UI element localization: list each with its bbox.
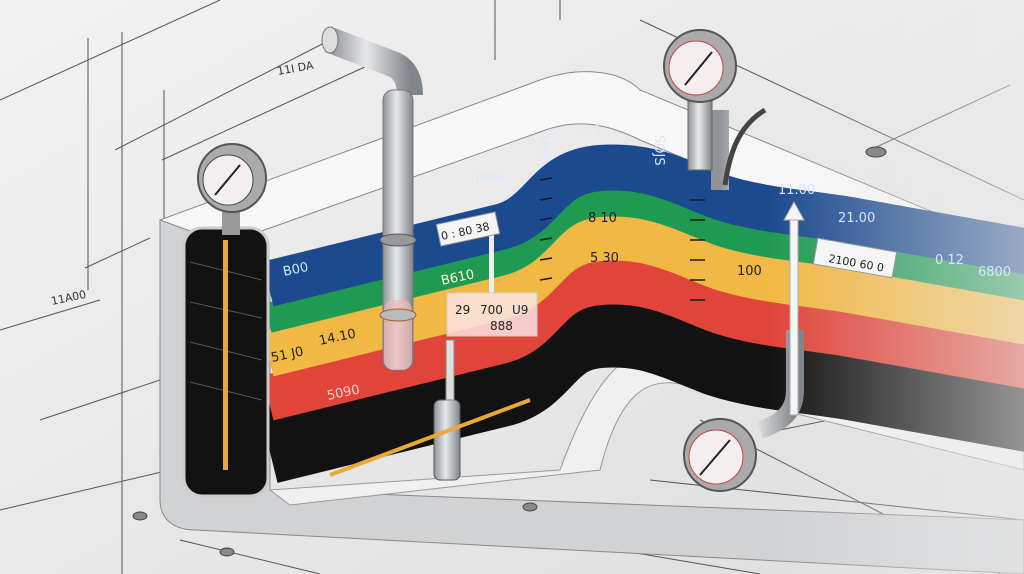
- valve-icon: [329, 339, 531, 481]
- left-gauge-rod: [223, 240, 228, 470]
- scale-ticks: [539, 177, 705, 301]
- callout-v1: 29: [455, 303, 470, 317]
- blue-right-4: 6800: [978, 265, 1011, 280]
- bolt-markers: [132, 146, 887, 557]
- blue-top-right: SOJS: [651, 135, 666, 166]
- tag-green: [435, 211, 501, 247]
- callout-v2: 700: [480, 303, 503, 317]
- yellow-right: 100: [737, 264, 762, 279]
- vertical-pipe: [321, 26, 423, 371]
- red-left: 5090: [326, 382, 361, 404]
- blue-top-mid: :58: [580, 124, 601, 139]
- blue-top-left: UPE: [536, 135, 551, 161]
- blue-right-2: 21.00: [838, 211, 875, 226]
- pressure-gauge-icon: [197, 143, 267, 235]
- blue-right-3: 0 12: [935, 253, 964, 268]
- dimension-label-top: 11I DA: [276, 59, 315, 78]
- callout-v4: 888: [490, 319, 513, 333]
- pressure-gauge-icon: [663, 29, 737, 171]
- callout-v3: U9: [512, 303, 528, 317]
- red-hump: 5 30: [590, 251, 619, 266]
- blue-left-value: B00: [282, 260, 310, 280]
- tag-right: [812, 237, 898, 279]
- callout-box: [446, 292, 538, 337]
- arrow-icon: [489, 200, 805, 416]
- blue-right-1: 11.00: [778, 183, 815, 198]
- hose: [722, 107, 767, 186]
- blue-mid-value: 0690: [470, 167, 505, 189]
- yellow-mid: B610: [440, 267, 476, 289]
- yellow-hump: 8 10: [588, 211, 617, 226]
- pressure-gauge-icon: [683, 418, 757, 492]
- yellow-left-1: 51 J0: [270, 344, 305, 365]
